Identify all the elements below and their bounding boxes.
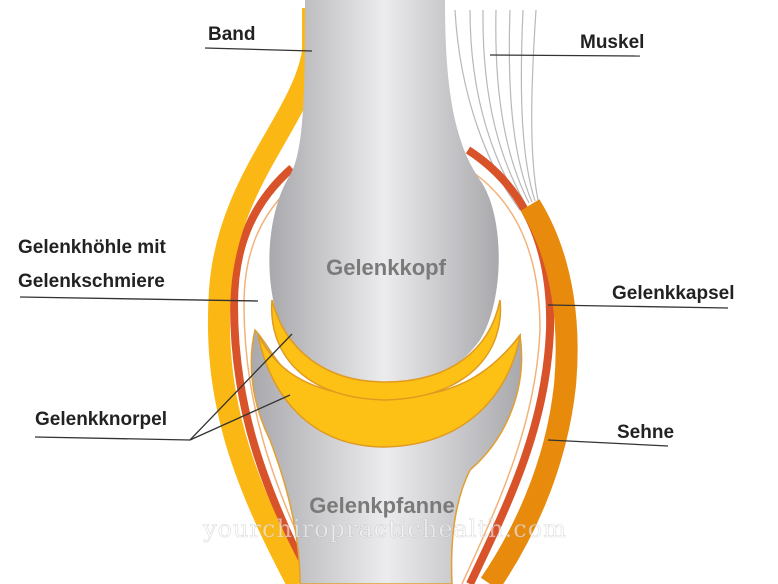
tendon <box>480 199 578 584</box>
label-gelenkhoehle-2: Gelenkschmiere <box>18 271 165 292</box>
ligament-band <box>207 8 324 584</box>
label-gelenkpfanne: Gelenkpfanne <box>309 493 454 518</box>
upper-cartilage <box>270 299 502 401</box>
joint-capsule <box>229 164 316 584</box>
label-muskel: Muskel <box>580 32 644 53</box>
label-gelenkkopf: Gelenkkopf <box>326 255 446 280</box>
joint-capsule-right <box>465 146 555 584</box>
leader-lines <box>19 47 729 447</box>
label-band: Band <box>208 24 256 45</box>
muscle-fibers <box>454 9 539 211</box>
label-gelenkkapsel: Gelenkkapsel <box>612 283 735 304</box>
label-gelenkknorpel: Gelenkknorpel <box>35 409 167 430</box>
label-sehne: Sehne <box>617 422 674 443</box>
watermark: yourchiropractichealth.com <box>202 515 567 543</box>
upper-bone <box>269 0 499 385</box>
label-gelenkhoehle-1: Gelenkhöhle mit <box>18 237 166 258</box>
